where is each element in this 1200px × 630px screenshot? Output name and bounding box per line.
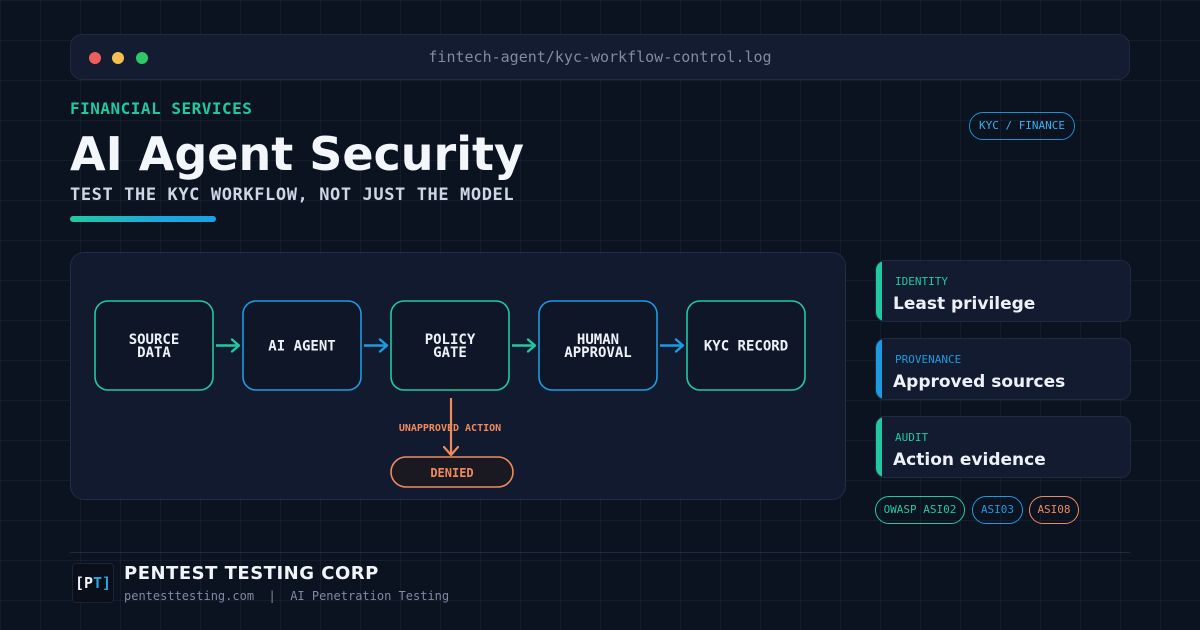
denied-arrowhead-icon [442,445,460,457]
chip-owasp-asi02: OWASP ASI02 [875,496,965,524]
flow-node-box [94,300,214,391]
chip-asi08: ASI08 [1029,496,1079,524]
company-website[interactable]: pentesttesting.com [124,589,255,603]
branch-label: UNAPPROVED ACTION [399,423,501,434]
chip-asi03: ASI03 [972,496,1023,524]
footer-divider [70,552,1130,553]
card-stripe [876,261,882,321]
flow-node-box [538,300,658,391]
card-label: PROVENANCE [895,353,962,366]
flow-arrowhead-icon [526,338,537,353]
denied-pill [390,456,514,488]
page-title: AI Agent Security [70,127,524,181]
control-card-provenance: PROVENANCE Approved sources [875,338,1131,400]
category-tag: KYC / FINANCE [969,112,1075,140]
flow-node-box [390,300,510,391]
flow-node-label: KYC RECORD [704,339,788,355]
card-stripe [876,339,882,399]
minimize-window-dot-icon[interactable] [112,52,124,64]
company-subline: pentesttesting.com | AI Penetration Test… [124,589,449,603]
denied-label: DENIED [430,466,473,480]
company-name: PENTEST TESTING CORP [124,563,379,584]
card-label: AUDIT [895,431,929,444]
logo-left: [P [74,574,93,592]
company-logo: [PT] [72,563,114,603]
close-window-dot-icon[interactable] [89,52,101,64]
eyebrow-label: FINANCIAL SERVICES [70,99,253,118]
card-title: Least privilege [893,294,1036,314]
logo-right: T] [93,574,112,592]
accent-bar [70,216,216,222]
page-subtitle: TEST THE KYC WORKFLOW, NOT JUST THE MODE… [70,185,515,205]
maximize-window-dot-icon[interactable] [136,52,148,64]
control-card-identity: IDENTITY Least privilege [875,260,1131,322]
company-tagline: AI Penetration Testing [290,589,450,603]
card-title: Approved sources [893,372,1066,392]
flow-arrowhead-icon [230,338,241,353]
card-stripe [876,417,882,477]
card-title: Action evidence [893,450,1046,470]
card-label: IDENTITY [895,275,948,288]
window-titlebar: fintech-agent/kyc-workflow-control.log [70,34,1130,80]
flow-node-box [686,300,806,391]
flow-arrowhead-icon [674,338,685,353]
footer-separator: | [268,589,276,603]
control-card-audit: AUDIT Action evidence [875,416,1131,478]
flow-arrowhead-icon [378,338,389,353]
flow-node-box [242,300,362,391]
window-title: fintech-agent/kyc-workflow-control.log [428,48,772,66]
flow-node-label: AI AGENT [268,339,335,355]
